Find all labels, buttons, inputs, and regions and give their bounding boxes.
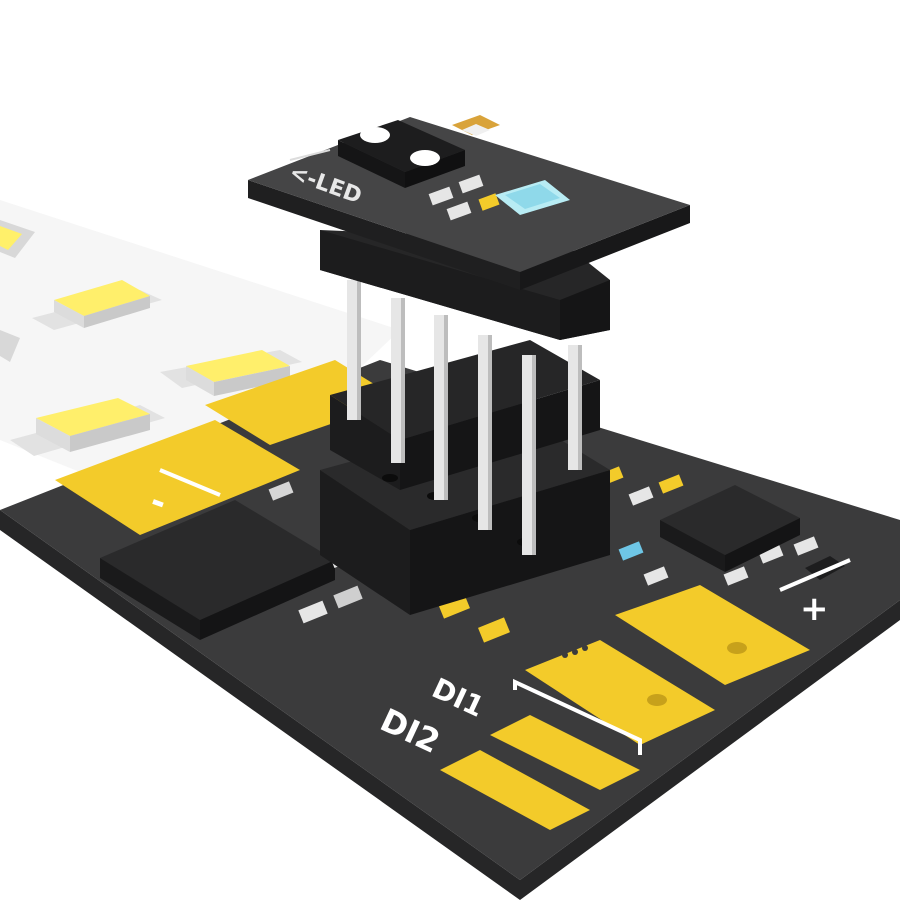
- module-edge: [520, 205, 690, 290]
- silk-outline: [159, 468, 221, 497]
- led-chip: [10, 398, 165, 456]
- header-pins: [347, 280, 582, 555]
- led-strip: [0, 200, 400, 520]
- connector-block: [338, 120, 465, 188]
- di2-pad: [440, 750, 590, 830]
- di1-pad: [490, 715, 640, 790]
- led-module: <-LED: [248, 115, 690, 290]
- gold-pad-large: [525, 640, 715, 745]
- gold-pad-large: [615, 585, 810, 685]
- data-pads: [440, 715, 640, 830]
- ic-chip-right: [660, 485, 800, 572]
- led-chip: [160, 350, 302, 396]
- silk-outline: [289, 149, 331, 161]
- power-pads: [513, 585, 810, 755]
- pad-hole: [647, 694, 667, 706]
- polarity-plus-label: +: [800, 589, 829, 629]
- led-chip: [32, 280, 162, 330]
- ic-chip-large: [100, 500, 335, 640]
- led-chip: [0, 220, 35, 258]
- module-smd: [428, 174, 570, 221]
- pad-hole: [727, 642, 747, 654]
- silk-outline: [779, 558, 851, 592]
- pcb-board: -: [0, 360, 900, 900]
- silk-outline: [513, 678, 642, 755]
- capacitor: [452, 115, 500, 136]
- module-edge: [248, 180, 520, 290]
- led-chip: [0, 330, 20, 362]
